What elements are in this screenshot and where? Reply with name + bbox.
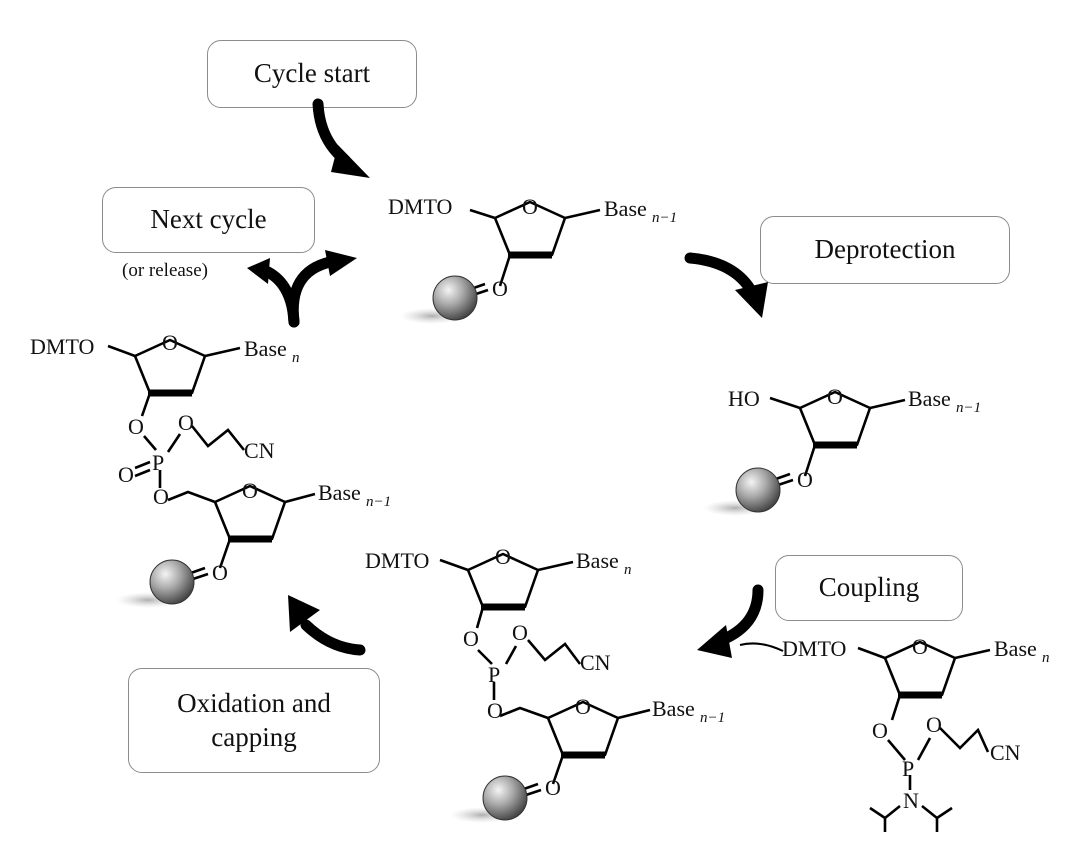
mol4-ring-o-top: O bbox=[495, 544, 511, 569]
mol2-ring-o: O bbox=[827, 384, 843, 409]
mol3-phosphorus: P bbox=[902, 756, 914, 781]
mol1-dmto: DMTO bbox=[388, 194, 452, 219]
mol5-base-top-sub: n bbox=[292, 350, 300, 366]
next-cycle-label: Next cycle bbox=[150, 204, 267, 235]
arrow-coupling bbox=[697, 584, 764, 658]
mol1-o-link: O bbox=[492, 276, 508, 301]
mol1-base-sub: n−1 bbox=[652, 210, 677, 226]
molecule-deprotected bbox=[769, 390, 906, 488]
cycle-start-box: Cycle start bbox=[207, 40, 417, 108]
mol5-phosphorus: P bbox=[152, 450, 164, 475]
mol1-base: Base bbox=[604, 196, 647, 221]
mol4-base-bottom-sub: n−1 bbox=[700, 710, 725, 726]
mol1-ring-o: O bbox=[522, 194, 538, 219]
mol4-o-3prime: O bbox=[463, 626, 479, 651]
arrow-to-deprotection bbox=[684, 252, 768, 318]
mol5-ring-o-top: O bbox=[162, 330, 178, 355]
mol5-base-top: Base bbox=[244, 336, 287, 361]
mol4-dmto: DMTO bbox=[365, 548, 429, 573]
mol3-o-cyanoethyl: O bbox=[926, 712, 942, 737]
mol5-base-bottom: Base bbox=[318, 480, 361, 505]
molecule-phosphate-dimer bbox=[107, 338, 316, 582]
cycle-arrows bbox=[247, 98, 768, 658]
oxidation-label-line2: capping bbox=[211, 721, 297, 752]
oxidation-label-line1: Oxidation and bbox=[177, 687, 331, 718]
mol3-base-sub: n bbox=[1042, 650, 1050, 666]
arrow-oxidation bbox=[288, 595, 366, 656]
mol4-phosphorus: P bbox=[488, 662, 500, 687]
arrow-cycle-start bbox=[312, 98, 370, 178]
mol5-cn: CN bbox=[244, 438, 275, 463]
deprotection-box: Deprotection bbox=[760, 216, 1010, 284]
mol5-base-bottom-sub: n−1 bbox=[366, 494, 391, 510]
mol5-o-3prime: O bbox=[128, 414, 144, 439]
mol4-o-link: O bbox=[545, 775, 561, 800]
mol3-dmto: DMTO bbox=[782, 636, 846, 661]
mol4-base-bottom: Base bbox=[652, 696, 695, 721]
mol4-solid-support-bead bbox=[482, 775, 528, 821]
mol4-ring-o-bottom: O bbox=[575, 694, 591, 719]
oxidation-capping-box: Oxidation and capping bbox=[128, 668, 380, 773]
or-release-label: (or release) bbox=[122, 260, 208, 281]
next-cycle-box: Next cycle bbox=[102, 187, 315, 253]
coupling-box: Coupling bbox=[775, 555, 963, 621]
coupling-reagent-line bbox=[739, 642, 784, 652]
mol2-ho: HO bbox=[728, 386, 760, 411]
molecule-phosphoramidite bbox=[857, 640, 991, 832]
cycle-start-label: Cycle start bbox=[253, 58, 371, 89]
coupling-label: Coupling bbox=[818, 572, 920, 603]
mol2-base: Base bbox=[908, 386, 951, 411]
mol5-o-link: O bbox=[212, 560, 228, 585]
mol2-base-sub: n−1 bbox=[956, 400, 981, 416]
mol4-base-top: Base bbox=[576, 548, 619, 573]
molecule-phosphite-dimer bbox=[439, 552, 651, 798]
mol5-o-cyanoethyl: O bbox=[178, 410, 194, 435]
mol5-dmto: DMTO bbox=[30, 334, 94, 359]
mol3-base: Base bbox=[994, 636, 1037, 661]
mol4-o-cyanoethyl: O bbox=[512, 620, 528, 645]
mol4-base-top-sub: n bbox=[624, 562, 632, 578]
molecule-start bbox=[467, 200, 601, 298]
mol4-cn: CN bbox=[580, 650, 611, 675]
mol3-cn: CN bbox=[990, 740, 1021, 765]
mol3-ring-o: O bbox=[912, 634, 928, 659]
mol2-solid-support-bead bbox=[735, 467, 781, 513]
deprotection-label: Deprotection bbox=[814, 234, 956, 265]
mol1-solid-support-bead bbox=[432, 275, 478, 321]
arrow-next-cycle-split bbox=[247, 250, 357, 328]
mol5-o-double: O bbox=[118, 462, 134, 487]
mol5-o-5prime: O bbox=[153, 484, 169, 509]
mol3-o-3prime: O bbox=[872, 718, 888, 743]
mol3-nitrogen: N bbox=[903, 788, 919, 813]
mol5-ring-o-bottom: O bbox=[242, 478, 258, 503]
mol2-o-link: O bbox=[797, 467, 813, 492]
mol4-o-5prime: O bbox=[487, 698, 503, 723]
mol5-solid-support-bead bbox=[149, 559, 195, 605]
